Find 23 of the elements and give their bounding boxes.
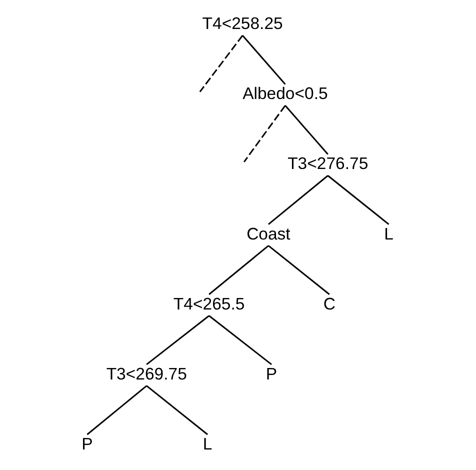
connector — [268, 245, 330, 295]
connector — [242, 34, 286, 85]
node-text: C — [323, 294, 336, 314]
node-text: P — [82, 434, 93, 454]
connector — [146, 385, 208, 436]
node-text: T3<269.75 — [106, 364, 187, 384]
node-text: T4<265.5 — [173, 294, 245, 314]
node-text: T4<258.25 — [202, 14, 283, 34]
node-text: L — [202, 434, 212, 454]
connector — [199, 35, 244, 92]
connector — [284, 105, 328, 155]
connector — [327, 175, 390, 225]
connector — [268, 175, 328, 225]
node-text: T3<276.75 — [288, 154, 368, 174]
node-text: Albedo<0.5 — [242, 84, 328, 104]
connector — [86, 385, 148, 436]
node-text: Coast — [246, 224, 290, 244]
node-text: P — [266, 364, 278, 384]
node-text: L — [384, 224, 394, 244]
connector — [243, 105, 286, 162]
connector — [208, 315, 272, 366]
connector — [146, 315, 210, 366]
connector — [208, 245, 269, 295]
